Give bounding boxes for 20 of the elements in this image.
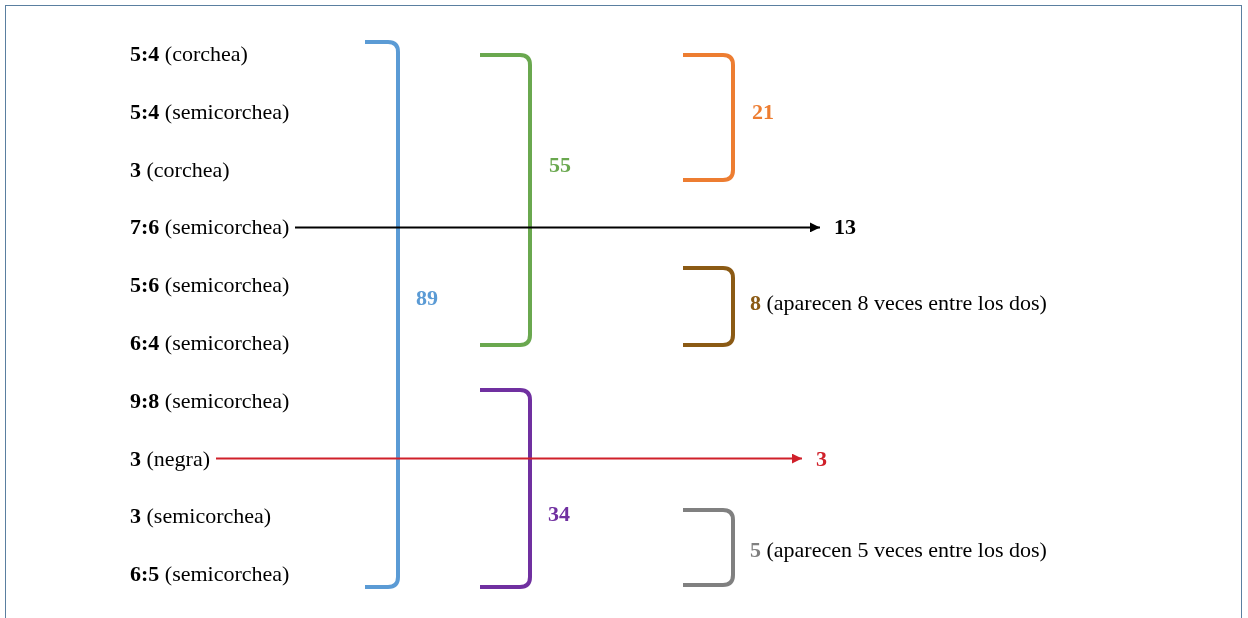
rhythm-item: 3 (negra): [130, 445, 210, 472]
count-label: 21: [752, 99, 774, 125]
count-label: 89: [416, 285, 438, 311]
count-label: 5 (aparecen 5 veces entre los dos): [750, 537, 1047, 563]
rhythm-item: 7:6 (semicorchea): [130, 214, 290, 241]
rhythm-item: 5:4 (semicorchea): [130, 98, 290, 125]
rhythm-item: 9:8 (semicorchea): [130, 387, 290, 414]
arrow: [294, 222, 821, 233]
rhythm-item: 6:4 (semicorchea): [130, 330, 290, 356]
count-label: 8 (aparecen 8 veces entre los dos): [750, 290, 1047, 316]
rhythm-item: 6:5 (semicorchea): [130, 561, 290, 588]
rhythm-item: 3 (corchea): [130, 156, 230, 183]
count-label: 34: [548, 501, 570, 527]
rhythm-item: 5:6 (semicorchea): [130, 272, 290, 299]
rhythm-item: 5:4 (corchea): [130, 41, 248, 67]
result-number: 13: [834, 214, 856, 241]
result-number: 3: [816, 445, 827, 472]
rhythm-item: 3 (semicorchea): [130, 503, 272, 530]
arrow: [215, 453, 803, 464]
count-label: 55: [549, 152, 571, 178]
